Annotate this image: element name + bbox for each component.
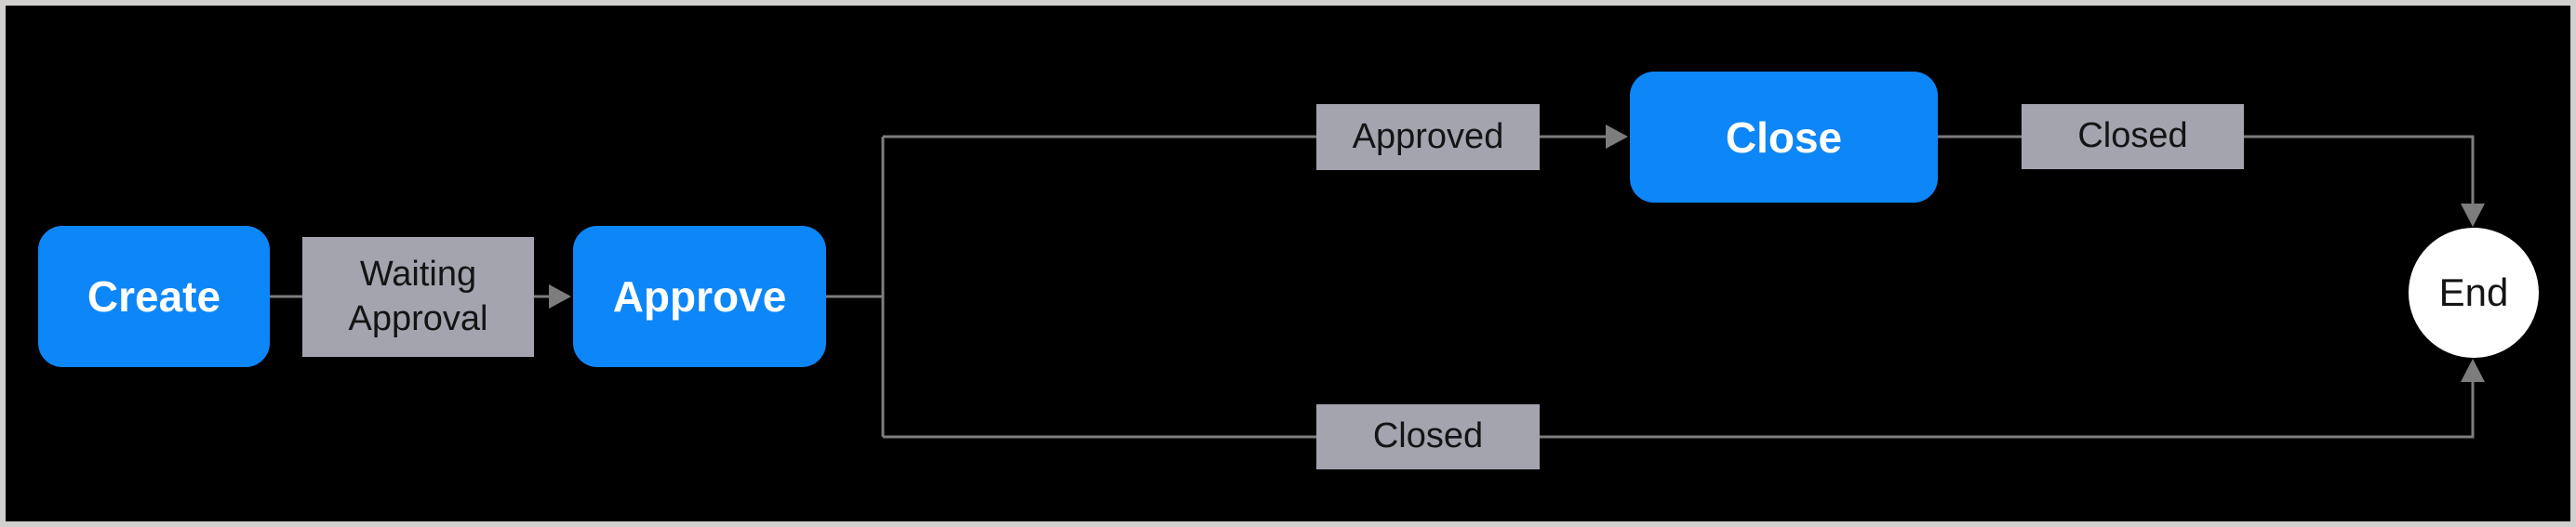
arrowhead-into-approve-icon <box>549 284 571 309</box>
arrowhead-into-end-top-icon <box>2461 204 2485 227</box>
transition-label-waiting-approval[interactable]: Waiting Approval <box>302 237 534 357</box>
edge-closed-end-line <box>2244 135 2475 204</box>
node-close[interactable]: Close <box>1630 72 1938 203</box>
transition-label-closed-top[interactable]: Closed <box>2022 104 2244 169</box>
node-end[interactable]: End <box>2409 228 2539 358</box>
edge-closed-bottom-end-line <box>1540 381 2475 439</box>
arrowhead-into-close-icon <box>1606 125 1628 149</box>
transition-label-closed-bottom[interactable]: Closed <box>1316 404 1540 469</box>
node-approve[interactable]: Approve <box>573 226 826 367</box>
transition-label-approved[interactable]: Approved <box>1316 104 1540 170</box>
node-create[interactable]: Create <box>38 226 270 367</box>
arrowhead-into-end-bottom-icon <box>2461 359 2485 382</box>
